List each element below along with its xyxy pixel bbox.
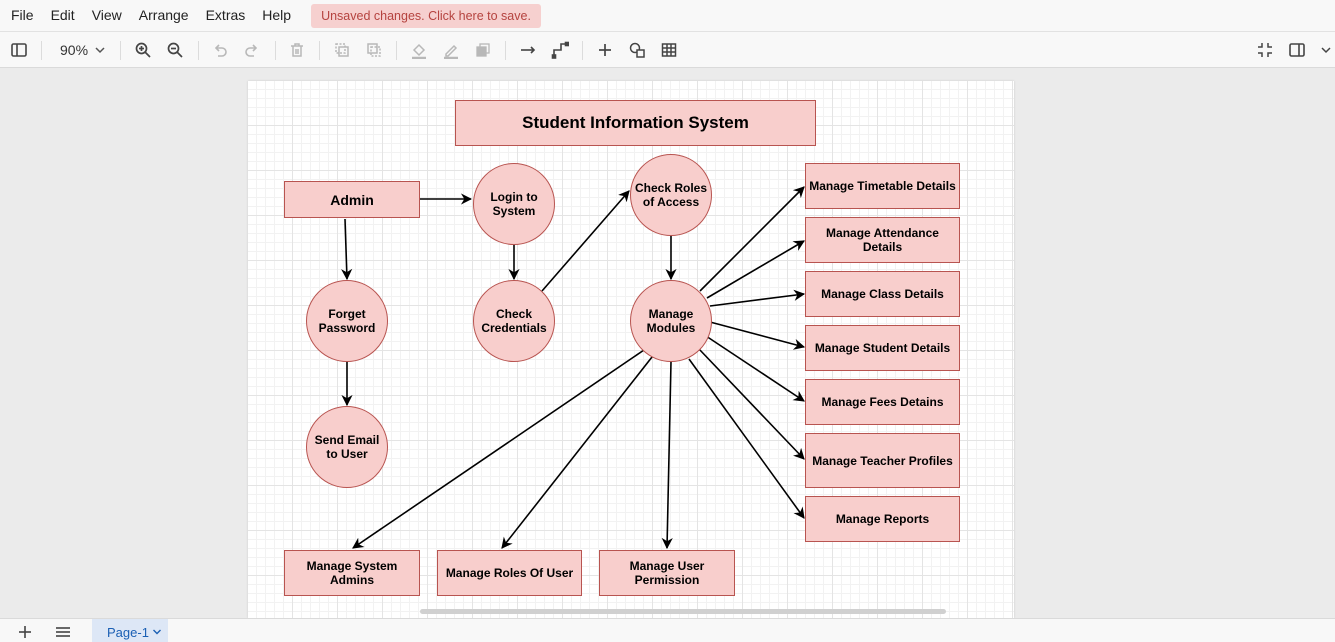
node-send-email-to-user[interactable]: Send Email to User [306,406,388,488]
chevron-down-icon [95,47,105,54]
diagram-page[interactable]: Student Information System Admin Login t… [248,81,1014,618]
table-icon[interactable] [657,38,681,62]
zoom-level: 90% [60,42,89,58]
edge-modules-permission [661,361,673,550]
pages-menu-icon[interactable] [54,623,72,641]
to-back-icon[interactable] [362,38,386,62]
node-manage-user-permission[interactable]: Manage User Permission [599,550,735,596]
chevron-down-icon[interactable] [1318,38,1334,62]
format-panel-icon[interactable] [1285,38,1309,62]
waypoint-icon[interactable] [548,38,572,62]
format-panel-toggle-icon[interactable] [7,38,31,62]
edge-modules-teacher [698,348,805,460]
canvas-area[interactable]: Student Information System Admin Login t… [0,68,1335,618]
fill-color-icon[interactable] [407,38,431,62]
node-check-roles-of-access[interactable]: Check Roles of Access [630,154,712,236]
shadow-icon[interactable] [471,38,495,62]
menu-bar: File Edit View Arrange Extras Help Unsav… [0,0,1335,31]
node-forget-password[interactable]: Forget Password [306,280,388,362]
edge-modules-class [709,289,806,307]
menu-edit[interactable]: Edit [50,7,75,23]
add-page-icon[interactable] [16,623,34,641]
bottom-bar: Page-1 [0,618,1335,642]
fullscreen-icon[interactable] [1253,38,1277,62]
edge-modules-systemadmins [352,349,645,549]
diagram-edges [341,186,806,550]
menu-file[interactable]: File [11,7,34,23]
node-manage-timetable[interactable]: Manage Timetable Details [805,163,960,209]
menu-arrange[interactable]: Arrange [138,7,189,23]
redo-icon[interactable] [240,38,264,62]
menu-view[interactable]: View [91,7,122,23]
node-manage-roles[interactable]: Manage Roles Of User [437,550,582,596]
node-manage-class[interactable]: Manage Class Details [805,271,960,317]
zoom-select[interactable]: 90% [52,38,110,62]
insert-plus-icon[interactable] [593,38,617,62]
node-manage-teacher[interactable]: Manage Teacher Profiles [805,433,960,488]
delete-icon[interactable] [285,38,309,62]
edge-modules-reports [688,358,805,519]
menu-extras[interactable]: Extras [205,7,246,23]
node-admin[interactable]: Admin [284,181,420,218]
undo-icon[interactable] [208,38,232,62]
edge-modules-roles [501,356,653,549]
edge-modules-student [709,321,806,350]
page-tab-label: Page-1 [107,625,149,640]
zoom-in-icon[interactable] [131,38,155,62]
menu-help[interactable]: Help [262,7,292,23]
unsaved-changes-button[interactable]: Unsaved changes. Click here to save. [311,3,541,28]
edge-admin-forget [341,218,353,281]
zoom-out-icon[interactable] [163,38,187,62]
connection-arrow-icon[interactable] [516,38,540,62]
node-manage-attendance[interactable]: Manage Attendance Details [805,217,960,263]
line-color-icon[interactable] [439,38,463,62]
node-check-credentials[interactable]: Check Credentials [473,280,555,362]
shapes-icon[interactable] [625,38,649,62]
node-login-to-system[interactable]: Login to System [473,163,555,245]
node-manage-system-admins[interactable]: Manage System Admins [284,550,420,596]
edge-modules-fees [705,335,805,402]
edge-modules-attendance [706,240,805,299]
chevron-down-icon [152,629,161,635]
horizontal-scrollbar[interactable] [420,609,946,614]
node-manage-student[interactable]: Manage Student Details [805,325,960,371]
node-manage-reports[interactable]: Manage Reports [805,496,960,542]
node-manage-fees[interactable]: Manage Fees Detains [805,379,960,425]
toolbar: 90% [0,31,1335,68]
node-manage-modules[interactable]: Manage Modules [630,280,712,362]
page-tab[interactable]: Page-1 [92,619,168,642]
diagram-title[interactable]: Student Information System [455,100,816,146]
edge-credentials-roles [541,190,630,292]
edge-modules-timetable [699,186,805,292]
to-front-icon[interactable] [330,38,354,62]
